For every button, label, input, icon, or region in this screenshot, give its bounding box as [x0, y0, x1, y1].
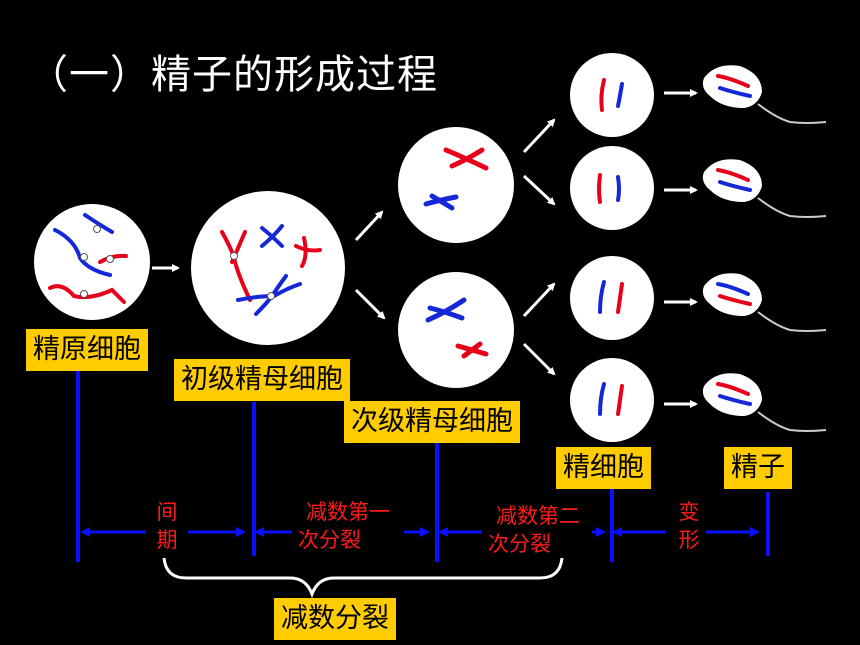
secondary-spermatocyte-bottom [398, 272, 514, 388]
sperm-4 [702, 373, 827, 432]
spermatid-4 [570, 358, 654, 442]
phase-meiosis-one: 减数第一 次分裂 [294, 498, 402, 554]
phase-meiosis-one-line1: 减数第一 [306, 500, 390, 524]
spermatid-1 [570, 53, 654, 137]
phase-interphase-line2: 期 [156, 528, 178, 552]
label-primary-spermatocyte: 初级精母细胞 [174, 359, 350, 401]
label-sperm: 精子 [724, 447, 792, 489]
phase-meiosis-two-line1: 减数第二 [496, 504, 580, 528]
phase-meiosis-two: 减数第二 次分裂 [484, 502, 592, 558]
spermatid-3 [570, 256, 654, 340]
secondary-spermatocyte-top [398, 127, 514, 243]
spermatogonium-cell [34, 204, 150, 320]
meiosis-brace [162, 557, 564, 599]
primary-spermatocyte-cell [191, 191, 345, 345]
sperm-3 [702, 273, 827, 332]
label-spermatogonium: 精原细胞 [26, 329, 148, 371]
spermatid-2 [570, 146, 654, 230]
label-secondary-spermatocyte: 次级精母细胞 [344, 401, 520, 443]
label-meiosis: 减数分裂 [274, 598, 396, 640]
phase-transformation: 变 形 [674, 498, 704, 554]
phase-transformation-line1: 变 [678, 500, 700, 524]
label-spermatid: 精细胞 [556, 447, 651, 489]
phase-meiosis-one-line2: 次分裂 [298, 528, 361, 552]
transition-arrows [152, 89, 698, 408]
page-title: （一）精子的形成过程 [28, 52, 438, 98]
phase-interphase-line1: 间 [156, 500, 178, 524]
sperm-1 [702, 65, 827, 124]
sperm-2 [702, 159, 827, 218]
phase-transformation-line2: 形 [678, 528, 700, 552]
phase-interphase: 间 期 [152, 498, 182, 554]
phase-meiosis-two-line2: 次分裂 [488, 532, 551, 556]
